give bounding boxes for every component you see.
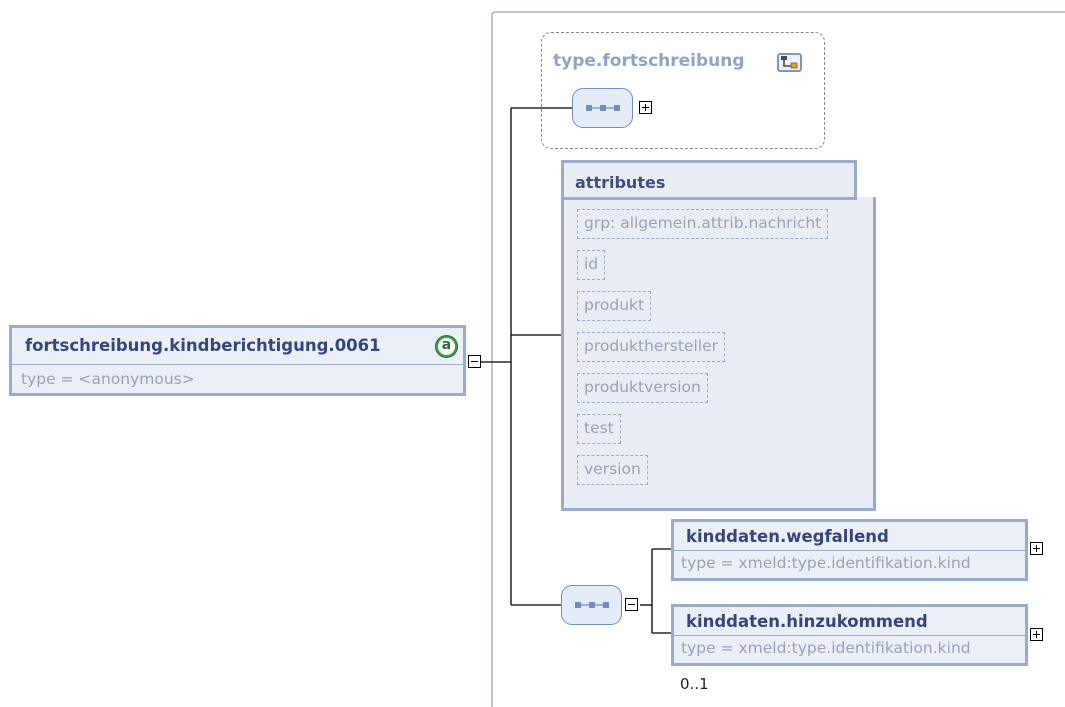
attribute-item[interactable]: produkthersteller [577, 332, 726, 362]
element-divider [674, 550, 1025, 551]
complex-type-icon [777, 53, 802, 72]
annotation-icon[interactable]: a [435, 335, 458, 358]
attributes-title: attributes [575, 173, 666, 192]
attribute-group[interactable]: grp: allgemein.attrib.nachricht [577, 209, 829, 239]
element-name: kinddaten.wegfallend [686, 527, 889, 546]
collapse-button[interactable] [468, 355, 481, 368]
element-type: type = xmeld:type.identifikation.kind [681, 554, 971, 572]
attributes-header: attributes [564, 163, 857, 200]
element-kinddaten-hinzukommend[interactable]: kinddaten.hinzukommend type = xmeld:type… [671, 604, 1028, 666]
attribute-item[interactable]: produktversion [577, 373, 708, 403]
attribute-item[interactable]: id [577, 250, 606, 280]
root-element-divider [12, 364, 463, 365]
element-name: kinddaten.hinzukommend [686, 612, 928, 631]
root-element-name: fortschreibung.kindberichtigung.0061 [25, 336, 381, 355]
expand-button[interactable] [639, 101, 652, 114]
occurrence-label: 0..1 [680, 675, 709, 693]
attribute-item[interactable]: version [577, 455, 648, 485]
root-element[interactable]: fortschreibung.kindberichtigung.0061 a t… [9, 325, 466, 396]
element-kinddaten-wegfallend[interactable]: kinddaten.wegfallend type = xmeld:type.i… [671, 519, 1028, 581]
element-divider [674, 635, 1025, 636]
sequence-icon [574, 602, 609, 608]
expand-button[interactable] [1030, 628, 1043, 641]
attributes-box: attributes grp: allgemein.attrib.nachric… [561, 160, 879, 511]
sequence-compositor[interactable] [561, 585, 622, 625]
root-element-type: type = <anonymous> [21, 370, 195, 388]
content-region-top-border [491, 11, 1065, 16]
attribute-item[interactable]: test [577, 414, 621, 444]
element-type: type = xmeld:type.identifikation.kind [681, 639, 971, 657]
sequence-compositor-type[interactable] [572, 88, 633, 128]
type-container: type.fortschreibung [541, 32, 825, 149]
sequence-icon [585, 105, 620, 111]
collapse-button[interactable] [625, 598, 638, 611]
expand-button[interactable] [1030, 542, 1043, 555]
type-container-title: type.fortschreibung [553, 51, 745, 71]
attribute-item[interactable]: produkt [577, 291, 652, 321]
